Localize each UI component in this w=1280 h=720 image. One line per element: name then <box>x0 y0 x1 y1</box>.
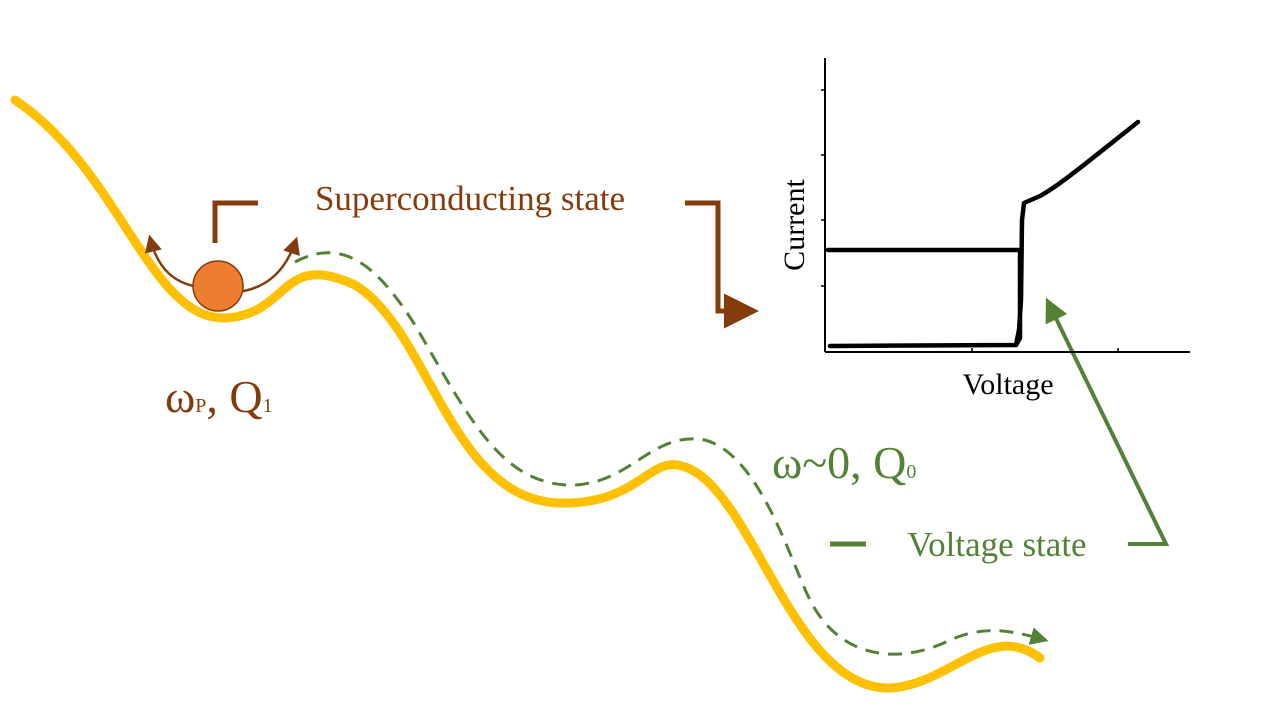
superconducting-bracket-right <box>685 200 759 329</box>
voltage-state-label: Voltage state <box>907 525 1086 564</box>
iv-plot-xlabel: Voltage <box>962 368 1053 401</box>
superconducting-bracket-left <box>212 200 258 243</box>
phase-particle-icon <box>192 260 244 312</box>
iv-plot-ylabel: Current <box>778 179 811 271</box>
washboard-potential-curve <box>10 95 1045 693</box>
escape-arrow-right <box>237 236 300 294</box>
omega-p-label: ωP, Q1 <box>165 371 273 422</box>
voltage-state-bracket-right <box>1045 297 1170 546</box>
iv-plot-x-ticks <box>971 348 1119 352</box>
iv-plot-y-ticks <box>821 89 825 287</box>
superconducting-state-label: Superconducting state <box>315 179 625 218</box>
omega-zero-label: ω~0, Q0 <box>772 437 916 488</box>
escape-trajectory-dashed <box>294 251 1049 656</box>
iv-plot: Voltage Current <box>778 58 1190 401</box>
iv-curve <box>825 119 1141 349</box>
